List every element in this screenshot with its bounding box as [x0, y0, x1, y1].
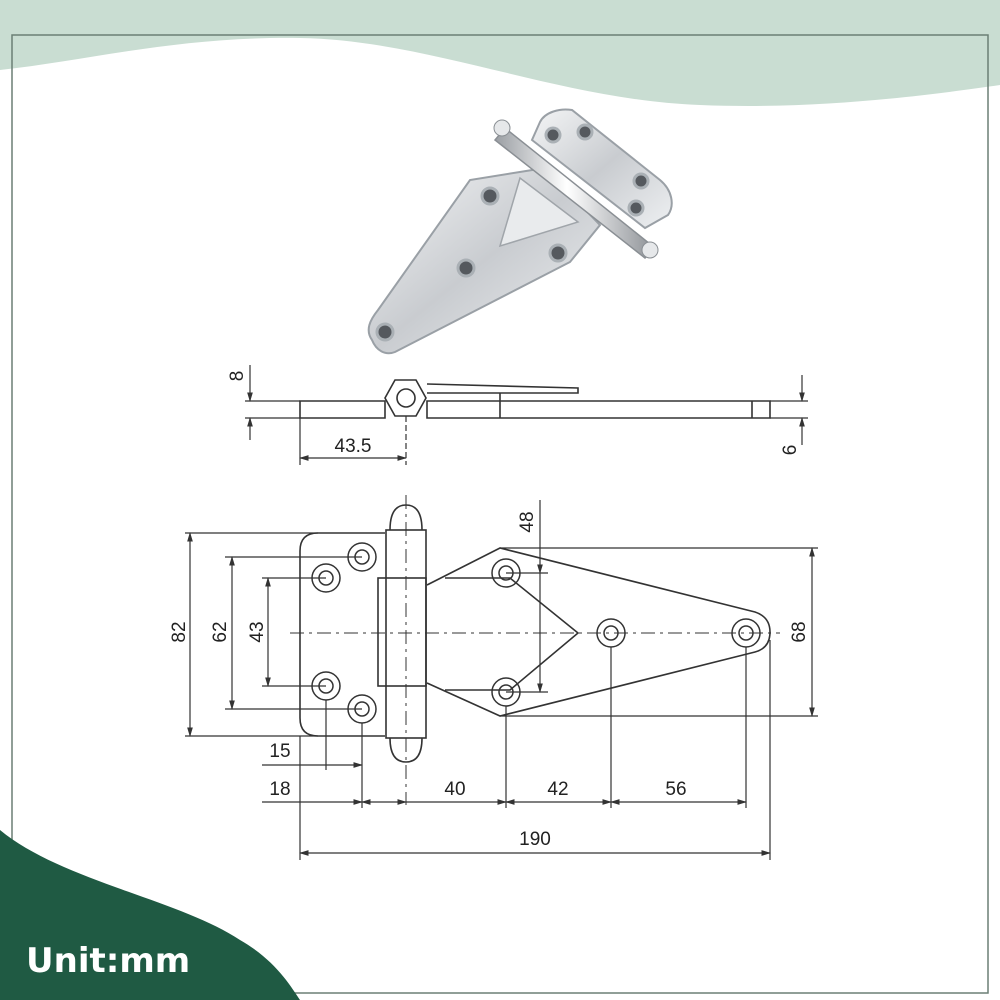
top-wave-decoration: [0, 0, 1000, 106]
frame-border: [11, 34, 989, 994]
photo-hole-7: [632, 172, 650, 190]
top-view-triangle-leaf: [426, 547, 771, 717]
dim-triangle-hole-spacing: 48: [517, 511, 538, 532]
dim-leaf-width: 68: [789, 621, 810, 642]
dim-thickness: 6: [780, 445, 801, 456]
dim-hole-spacing-outer: 62: [210, 621, 231, 642]
unit-label: Unit:mm: [26, 941, 190, 981]
photo-hole-5: [544, 126, 562, 144]
top-view-square-leaf: [299, 532, 385, 737]
photo-hole-4: [480, 186, 500, 206]
dim-offset-15: 15: [269, 741, 290, 762]
hinge-product-photo: [367, 108, 673, 355]
dim-span-56: 56: [665, 779, 686, 800]
dim-height-top: 8: [227, 371, 248, 382]
side-view-leaf-top: [426, 383, 579, 418]
side-view-pin-hex: [384, 379, 427, 417]
hinge-pin-cap-top: [493, 119, 511, 137]
dim-overall-height: 82: [169, 621, 190, 642]
top-view-pin-cap-bottom: [389, 737, 423, 763]
hinge-v-notch: [498, 176, 580, 248]
dim-hole-spacing-inner: 43: [247, 621, 268, 642]
dim-span-40: 40: [444, 779, 465, 800]
photo-hole-3: [548, 243, 568, 263]
dim-span-42: 42: [547, 779, 568, 800]
side-view-drawing: [299, 379, 771, 419]
bottom-wave-decoration: [0, 830, 300, 1000]
top-view-dimension-lines: [185, 500, 818, 860]
hinge-square-leaf: [530, 108, 673, 230]
side-view-dimension-lines: [245, 365, 808, 465]
dim-offset-18: 18: [269, 779, 290, 800]
photo-hole-8: [627, 199, 645, 217]
side-view-pin: [396, 388, 416, 408]
hinge-pin-cap-bottom: [641, 241, 659, 259]
photo-hole-2: [456, 258, 476, 278]
top-view-knuckle: [377, 577, 427, 687]
dim-pin-offset: 43.5: [335, 436, 372, 457]
dim-overall-length: 190: [519, 829, 551, 850]
top-view-v-notch: [445, 577, 580, 691]
photo-hole-6: [576, 123, 594, 141]
photo-hole-1: [375, 322, 395, 342]
hinge-barrel: [493, 126, 657, 260]
side-view-outline: [299, 400, 771, 419]
